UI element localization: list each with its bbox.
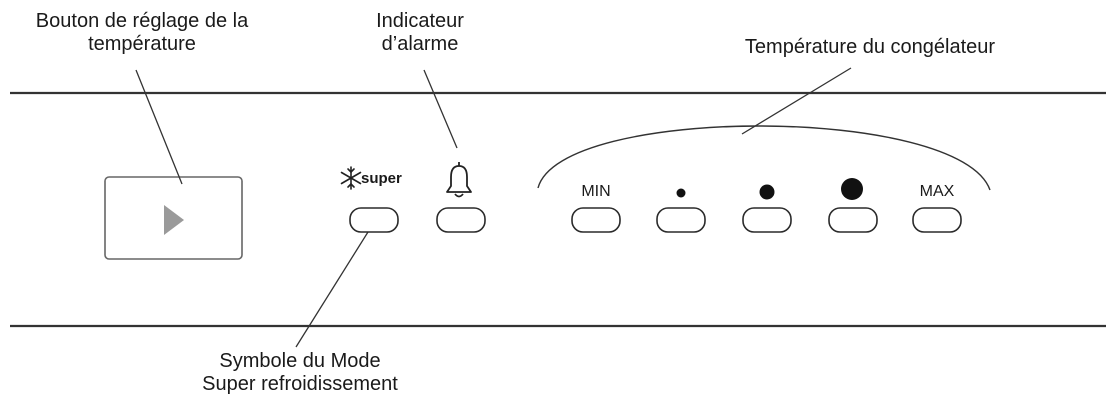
temp-level-button-4[interactable] [828, 207, 878, 233]
callout-adjust-line-2: température [88, 33, 196, 55]
callout-super-line-2: Super refroidissement [202, 373, 398, 395]
callout-freezer-temperature: Température du congélateur [690, 36, 1050, 59]
temperature-range-bracket [537, 125, 991, 191]
temp-level-button-3[interactable] [742, 207, 792, 233]
callout-adjust-button: Bouton de réglage de la température [2, 10, 282, 56]
play-triangle-icon [164, 205, 184, 235]
leader-line-freezer-temp [741, 67, 852, 135]
temp-level-dot-large [841, 178, 863, 200]
snowflake-icon [340, 166, 362, 190]
temp-level-label-max: MAX [919, 183, 955, 200]
callout-super-mode: Symbole du Mode Super refroidissement [170, 350, 430, 396]
super-mode-button[interactable] [349, 207, 399, 233]
callout-alarm-line-1: Indicateur [376, 10, 464, 32]
leader-line-adjust [135, 69, 183, 185]
temp-level-dot-small [676, 188, 686, 198]
leader-line-alarm [423, 69, 458, 149]
temp-level-button-min[interactable] [571, 207, 621, 233]
alarm-button[interactable] [436, 207, 486, 233]
callout-freezer-line-1: Température du congélateur [744, 36, 996, 58]
temp-level-button-max[interactable] [912, 207, 962, 233]
temp-level-button-2[interactable] [656, 207, 706, 233]
callout-super-line-1: Symbole du Mode [219, 350, 381, 372]
bell-icon [446, 162, 472, 198]
leader-line-super [295, 223, 374, 348]
temp-level-dot-medium [759, 184, 775, 200]
callout-alarm-line-2: d’alarme [381, 33, 459, 55]
callout-adjust-line-1: Bouton de réglage de la [35, 10, 249, 32]
temp-level-label-min: MIN [581, 183, 611, 200]
super-mode-label: super [361, 170, 402, 187]
callout-alarm-indicator: Indicateur d’alarme [340, 10, 500, 56]
